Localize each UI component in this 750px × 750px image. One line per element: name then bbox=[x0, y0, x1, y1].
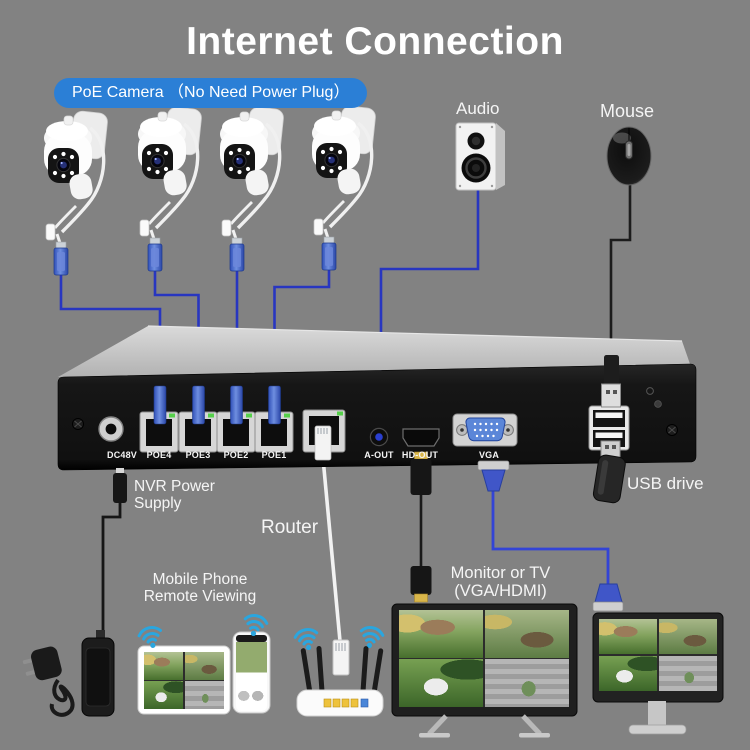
lan-cable-to-router bbox=[321, 457, 342, 642]
camera-view-yard bbox=[144, 681, 184, 709]
poe-camera-2 bbox=[136, 104, 205, 273]
power-cord-coil bbox=[49, 678, 75, 717]
port-label-hd-out: HD-OUT bbox=[401, 450, 439, 460]
mobile-label-line1: Mobile Phone bbox=[152, 571, 248, 588]
monitor-label-line1: Monitor or TV bbox=[450, 564, 551, 582]
ethernet-plugs-in-poe-ports bbox=[153, 385, 281, 425]
monitor-label-line2: (VGA/HDMI) bbox=[454, 581, 547, 600]
poe-ports bbox=[139, 385, 294, 453]
nvr-power-supply-label: NVR Power Supply bbox=[134, 478, 215, 512]
wifi-router bbox=[296, 646, 384, 717]
port-label-poe3: POE3 bbox=[185, 450, 211, 460]
port-label-dc48v: DC48V bbox=[106, 450, 138, 460]
vga-cable-line bbox=[491, 490, 610, 584]
phone-screen bbox=[236, 642, 267, 711]
camera-view-house bbox=[399, 610, 484, 658]
mobile-label-line2: Remote Viewing bbox=[143, 587, 257, 605]
camera-view-patio bbox=[484, 610, 569, 658]
dc48v-jack bbox=[98, 416, 124, 442]
camera-view-garage bbox=[484, 659, 569, 707]
lan-ethernet-connector bbox=[314, 425, 332, 461]
hdmi-cable bbox=[410, 451, 432, 603]
audio-label: Audio bbox=[456, 99, 500, 118]
tv-screen bbox=[399, 610, 569, 707]
camera-view-yard bbox=[399, 659, 484, 707]
camera-view-garage bbox=[184, 681, 224, 709]
page-title: Internet Connection bbox=[186, 20, 564, 63]
vga-cable bbox=[477, 460, 624, 612]
port-label-poe2: POE2 bbox=[223, 450, 249, 460]
mouse-usb-connector bbox=[601, 355, 621, 408]
mouse-label: Mouse bbox=[600, 101, 655, 121]
mouse-cable bbox=[609, 184, 632, 357]
usb-mouse bbox=[606, 126, 652, 186]
usb-drive bbox=[592, 440, 626, 504]
vga-port bbox=[452, 413, 518, 447]
audio-speaker bbox=[455, 122, 505, 191]
poe-camera-banner: PoE Camera （No Need Power Plug） bbox=[54, 78, 368, 108]
camera-view-patio bbox=[184, 652, 224, 680]
poe-camera-3 bbox=[218, 104, 287, 273]
camera-view-garage bbox=[658, 655, 717, 691]
camera-view-yard bbox=[599, 655, 658, 691]
dc-power-plug bbox=[113, 468, 127, 503]
power-adapter bbox=[81, 630, 115, 717]
camera-view-house bbox=[144, 652, 184, 680]
tablet-screen bbox=[144, 652, 224, 709]
port-label-a-out: A-OUT bbox=[364, 450, 394, 460]
camera-view-patio bbox=[658, 619, 717, 655]
a-out-jack bbox=[369, 427, 389, 447]
router-label: Router bbox=[261, 517, 319, 538]
monitor-or-tv-label: Monitor or TV (VGA/HDMI) bbox=[428, 564, 573, 600]
wifi-icon bbox=[292, 626, 322, 654]
poe-port-poe1 bbox=[254, 411, 294, 453]
power-plug bbox=[22, 646, 62, 681]
router-ethernet-connector bbox=[332, 639, 350, 676]
mobile-phone-remote-viewing-label: Mobile Phone Remote Viewing bbox=[125, 571, 275, 605]
port-label-vga: VGA bbox=[478, 450, 500, 460]
hd-out-port bbox=[402, 428, 440, 447]
usb-drive-label: USB drive bbox=[627, 474, 704, 493]
port-label-poe1: POE1 bbox=[261, 450, 287, 460]
poe-camera-4 bbox=[310, 103, 379, 272]
power-cable bbox=[101, 502, 122, 632]
lan-port bbox=[302, 409, 346, 461]
poe-camera-1 bbox=[42, 108, 111, 277]
port-label-poe4: POE4 bbox=[146, 450, 172, 460]
monitor-screen bbox=[599, 619, 717, 691]
poe-port-poe2 bbox=[216, 411, 256, 453]
wifi-icon bbox=[356, 624, 386, 652]
camera-view-house bbox=[599, 619, 658, 655]
